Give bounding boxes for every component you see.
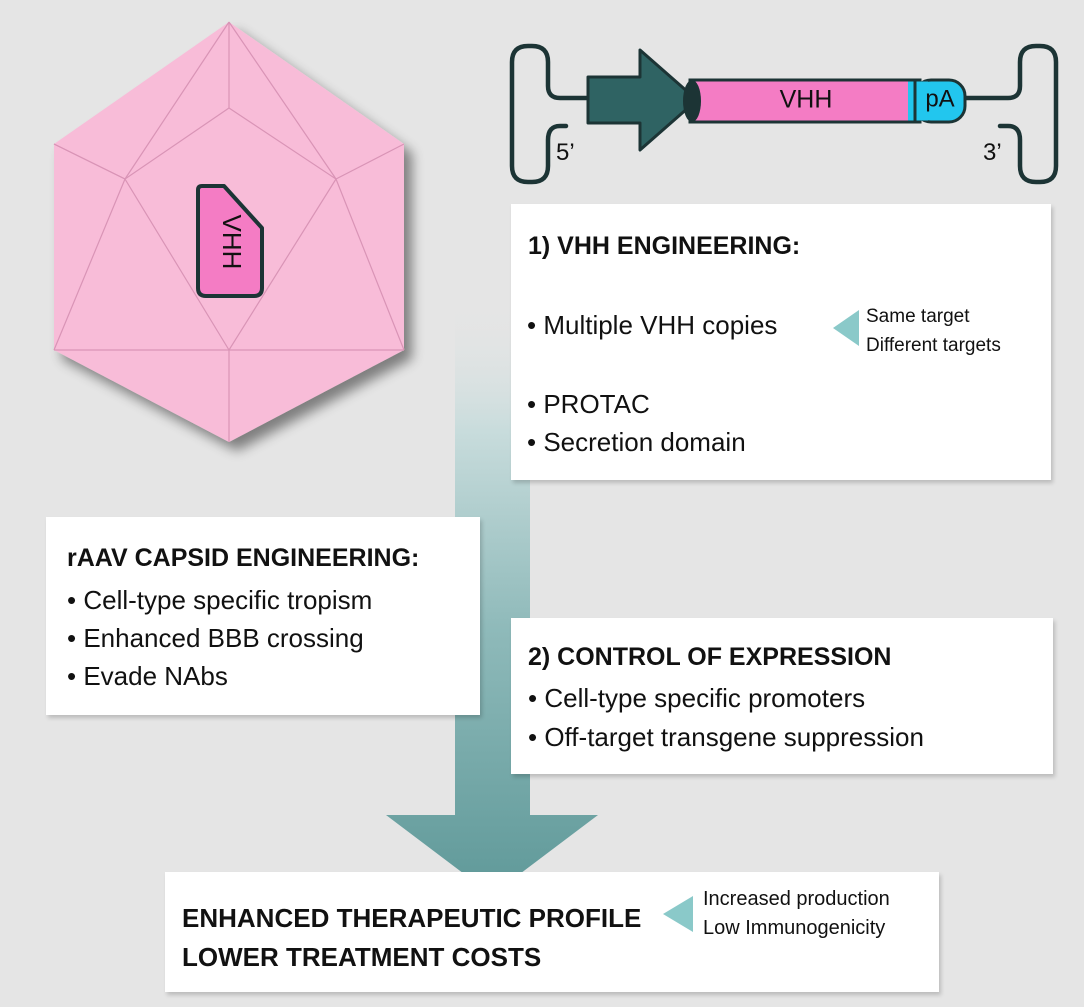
capsid-item-tropism: • Cell-type specific tropism	[67, 585, 373, 615]
control-expression-title: 2) CONTROL OF EXPRESSION	[528, 643, 892, 671]
promoter-arrow	[586, 48, 699, 152]
control-item-promoters: • Cell-type specific promoters	[528, 683, 866, 713]
vhh-item-secretion-label: Secretion domain	[543, 427, 746, 457]
vhh-item-protac: • PROTAC	[527, 389, 650, 419]
outcome-box: ENHANCED THERAPEUTIC PROFILE LOWER TREAT…	[165, 872, 939, 992]
control-item-suppression: • Off-target transgene suppression	[528, 722, 924, 752]
outcome-pointer-triangle	[663, 896, 693, 932]
outcome-notes: Increased production Low Immunogenicity	[703, 885, 890, 943]
vhh-segment	[688, 78, 922, 124]
control-item-promoters-label: Cell-type specific promoters	[544, 683, 866, 713]
capsid-item-nabs-label: Evade NAbs	[83, 661, 228, 691]
construct-vhh-label: VHH	[780, 86, 833, 114]
transgene-construct: VHH pA 5’ 3’	[509, 43, 1059, 185]
vhh-engineering-title: 1) VHH ENGINEERING:	[528, 232, 801, 260]
left-itr	[509, 43, 653, 185]
five-prime-label: 5’	[556, 139, 575, 166]
capsid-item-nabs: • Evade NAbs	[67, 661, 228, 691]
control-item-suppression-label: Off-target transgene suppression	[544, 722, 924, 752]
capsid-item-tropism-label: Cell-type specific tropism	[83, 585, 373, 615]
copies-pointer-triangle	[833, 310, 859, 346]
note-increased-production: Increased production	[703, 888, 890, 910]
capsid-item-bbb: • Enhanced BBB crossing	[67, 623, 364, 653]
right-itr	[957, 43, 1059, 185]
capsid-item-bbb-label: Enhanced BBB crossing	[83, 623, 364, 653]
capsid-engineering-title: rAAV CAPSID ENGINEERING:	[67, 544, 420, 572]
cylinder-cap	[683, 80, 701, 122]
capsid-facets	[53, 21, 405, 442]
capsid-engineering-box: rAAV CAPSID ENGINEERING: • Cell-type spe…	[46, 517, 480, 715]
three-prime-label: 3’	[983, 139, 1002, 166]
vhh-engineering-box: 1) VHH ENGINEERING: • Multiple VHH copie…	[511, 204, 1051, 480]
control-expression-box: 2) CONTROL OF EXPRESSION • Cell-type spe…	[511, 618, 1053, 774]
pa-joint	[908, 81, 928, 121]
vhh-item-secretion: • Secretion domain	[527, 427, 746, 457]
construct-pa-label: pA	[925, 85, 954, 112]
capsid-vhh-tag: VHH	[196, 184, 264, 298]
outcome-line1: ENHANCED THERAPEUTIC PROFILE	[182, 903, 642, 933]
vhh-item-protac-label: PROTAC	[543, 389, 650, 419]
note-low-immunogenicity: Low Immunogenicity	[703, 917, 886, 939]
vhh-item-multiple-copies-label: Multiple VHH copies	[543, 310, 778, 340]
capsid-vhh-label: VHH	[217, 215, 247, 270]
copies-notes: Same target Different targets	[866, 302, 1001, 360]
outcome-line2: LOWER TREATMENT COSTS	[182, 942, 542, 972]
note-same-target: Same target	[866, 306, 970, 327]
vhh-item-multiple-copies: • Multiple VHH copies	[527, 310, 778, 340]
flow-arrow	[386, 300, 598, 895]
note-different-targets: Different targets	[866, 335, 1001, 356]
